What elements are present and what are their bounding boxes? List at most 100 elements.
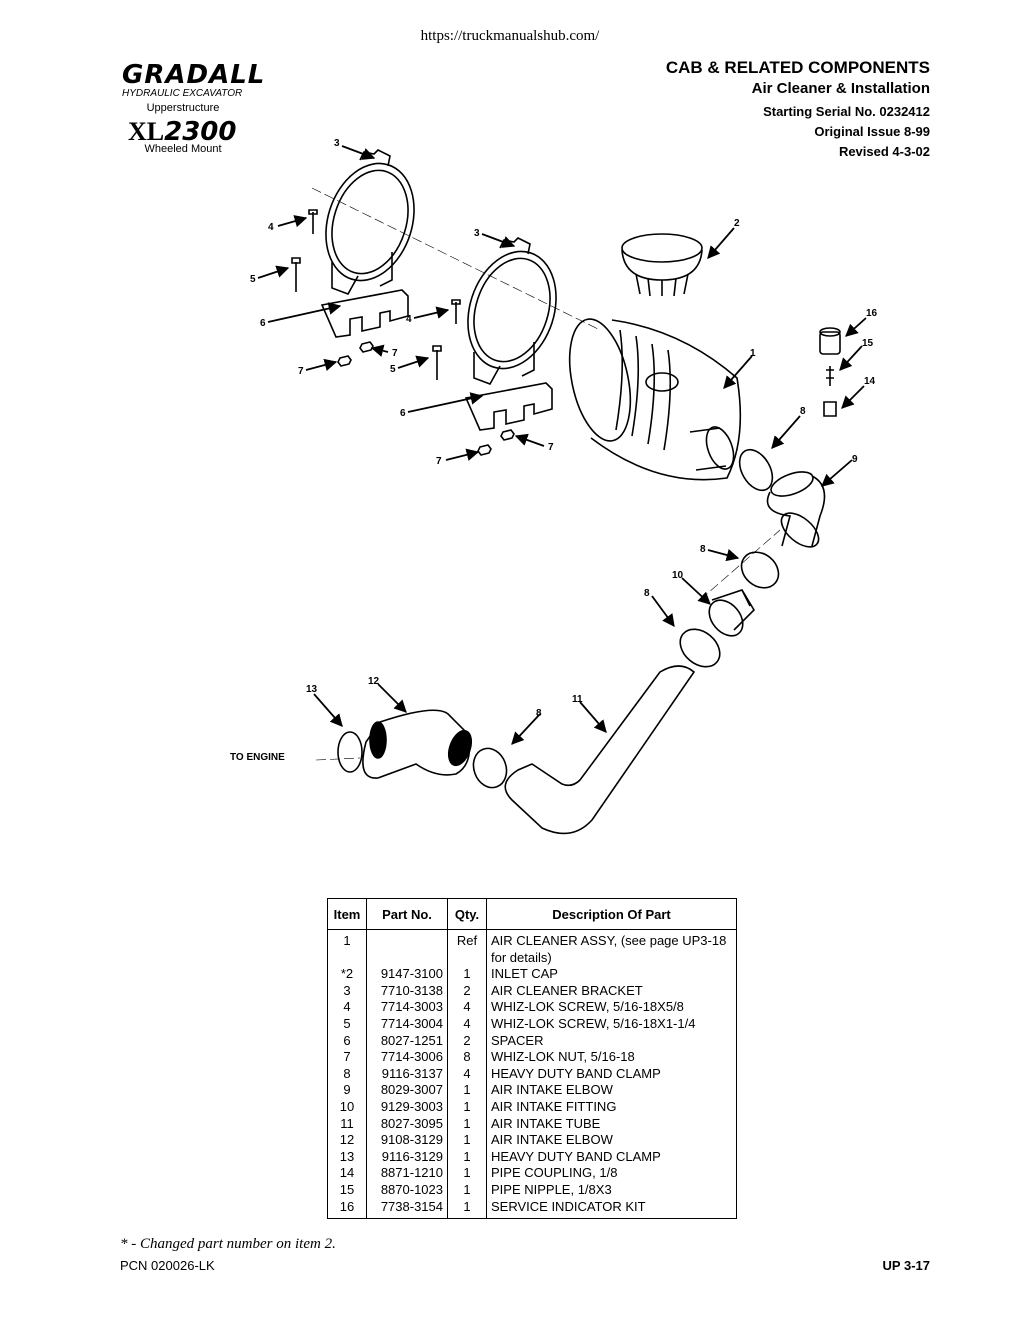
row-item: 10	[327, 1098, 367, 1116]
row-qty: 4	[447, 1015, 487, 1033]
callout-10: 10	[672, 570, 684, 581]
row-qty: 4	[447, 1065, 487, 1083]
callout-7-a: 7	[298, 366, 304, 377]
callout-arrow-14	[841, 385, 865, 409]
callout-arrow-13	[313, 693, 343, 727]
model-number: 2300	[164, 117, 237, 147]
row-description: WHIZ-LOK SCREW, 5/16-18X5/8	[486, 999, 737, 1016]
footnote: * - Changed part number on item 2.	[120, 1236, 336, 1252]
callout-5-lower: 5	[390, 364, 396, 375]
whiz-lok-nut-b	[359, 341, 374, 353]
row-description: HEAVY DUTY BAND CLAMP	[486, 1065, 737, 1083]
callout-arrow-7-b	[370, 344, 389, 357]
row-description: PIPE NIPPLE, 1/8X3	[486, 1181, 737, 1199]
page-subtitle: Air Cleaner & Installation	[751, 80, 930, 97]
row-item: 4	[327, 999, 367, 1016]
air-intake-elbow-lower	[362, 709, 473, 779]
callout-5-upper: 5	[250, 274, 256, 285]
callout-9: 9	[852, 454, 858, 465]
row-qty: 2	[447, 982, 487, 1000]
callout-arrow-6-lower	[407, 392, 484, 413]
whiz-lok-nut-d	[500, 429, 515, 441]
to-engine-label: TO ENGINE	[230, 752, 285, 763]
row-qty: 4	[447, 999, 487, 1016]
callout-8-d: 8	[536, 708, 542, 719]
callout-arrow-10	[681, 577, 711, 605]
serial-number: Starting Serial No. 0232412	[763, 104, 930, 119]
row-part-number: 7714-3006	[366, 1049, 448, 1066]
row-part-number: 7738-3154	[366, 1198, 448, 1219]
header-item: Item	[327, 898, 367, 930]
air-intake-elbow-upper	[766, 471, 826, 548]
row-item: 6	[327, 1032, 367, 1050]
row-qty: 1	[447, 1181, 487, 1199]
inlet-cap	[621, 233, 703, 297]
row-description: INLET CAP	[486, 966, 737, 983]
row-item: 7	[327, 1049, 367, 1066]
original-issue: Original Issue 8-99	[814, 124, 930, 139]
row-description: AIR CLEANER BRACKET	[486, 982, 737, 1000]
row-description: WHIZ-LOK NUT, 5/16-18	[486, 1049, 737, 1066]
callout-1: 1	[750, 348, 756, 359]
callout-arrow-7-a	[305, 358, 338, 372]
air-intake-tube	[504, 665, 696, 835]
row-description: HEAVY DUTY BAND CLAMP	[486, 1148, 737, 1166]
row-item: 16	[327, 1198, 367, 1219]
row-qty: 2	[447, 1032, 487, 1050]
callout-arrow-4-upper	[277, 215, 308, 228]
callout-arrow-8-c	[651, 595, 675, 628]
callout-4-upper: 4	[268, 222, 274, 233]
row-part-number: 8029-3007	[366, 1082, 448, 1099]
row-item: 5	[327, 1015, 367, 1033]
row-item: 9	[327, 1082, 367, 1099]
row-description: AIR INTAKE TUBE	[486, 1115, 737, 1133]
whiz-lok-screw-4-lower	[451, 299, 461, 324]
air-cleaner-bracket-upper	[325, 149, 415, 295]
row-part-number: 8871-1210	[366, 1165, 448, 1182]
callout-3-upper: 3	[334, 138, 340, 149]
row-item: 3	[327, 982, 367, 1000]
row-part-number: 9108-3129	[366, 1132, 448, 1149]
band-clamp-13	[337, 731, 363, 773]
row-description: AIR INTAKE ELBOW	[486, 1132, 737, 1149]
header-qty: Qty.	[447, 898, 487, 930]
row-part-number: 8027-3095	[366, 1115, 448, 1133]
callout-arrow-16	[845, 317, 867, 337]
row-description: SPACER	[486, 1032, 737, 1050]
air-cleaner-assembly	[568, 318, 742, 481]
callout-6-upper: 6	[260, 318, 266, 329]
row-qty: 1	[447, 1165, 487, 1182]
callout-arrow-8-d	[511, 713, 541, 745]
callout-2: 2	[734, 218, 740, 229]
callout-7-c: 7	[436, 456, 442, 467]
row-part-number: 7710-3138	[366, 982, 448, 1000]
callout-arrow-1	[723, 355, 753, 389]
row-item: 1	[327, 929, 367, 967]
service-indicator-kit	[819, 327, 841, 355]
callout-arrow-8-a	[771, 415, 801, 449]
gradall-logo: GRADALL	[122, 60, 266, 90]
row-item: 14	[327, 1165, 367, 1182]
callout-12: 12	[368, 676, 380, 687]
model-name: XL2300	[128, 116, 237, 147]
row-qty: 1	[447, 1198, 487, 1219]
whiz-lok-nut-c	[477, 444, 492, 456]
callout-4-lower: 4	[406, 314, 412, 325]
pipe-nipple	[826, 366, 834, 386]
row-qty: 1	[447, 966, 487, 983]
pcn-number: PCN 020026-LK	[120, 1258, 215, 1273]
band-clamp-4	[472, 747, 508, 789]
watermark-url: https://truckmanualshub.com/	[420, 28, 600, 44]
parts-table-header: Item Part No. Qty. Description Of Part	[327, 898, 737, 930]
row-item: 8	[327, 1065, 367, 1083]
